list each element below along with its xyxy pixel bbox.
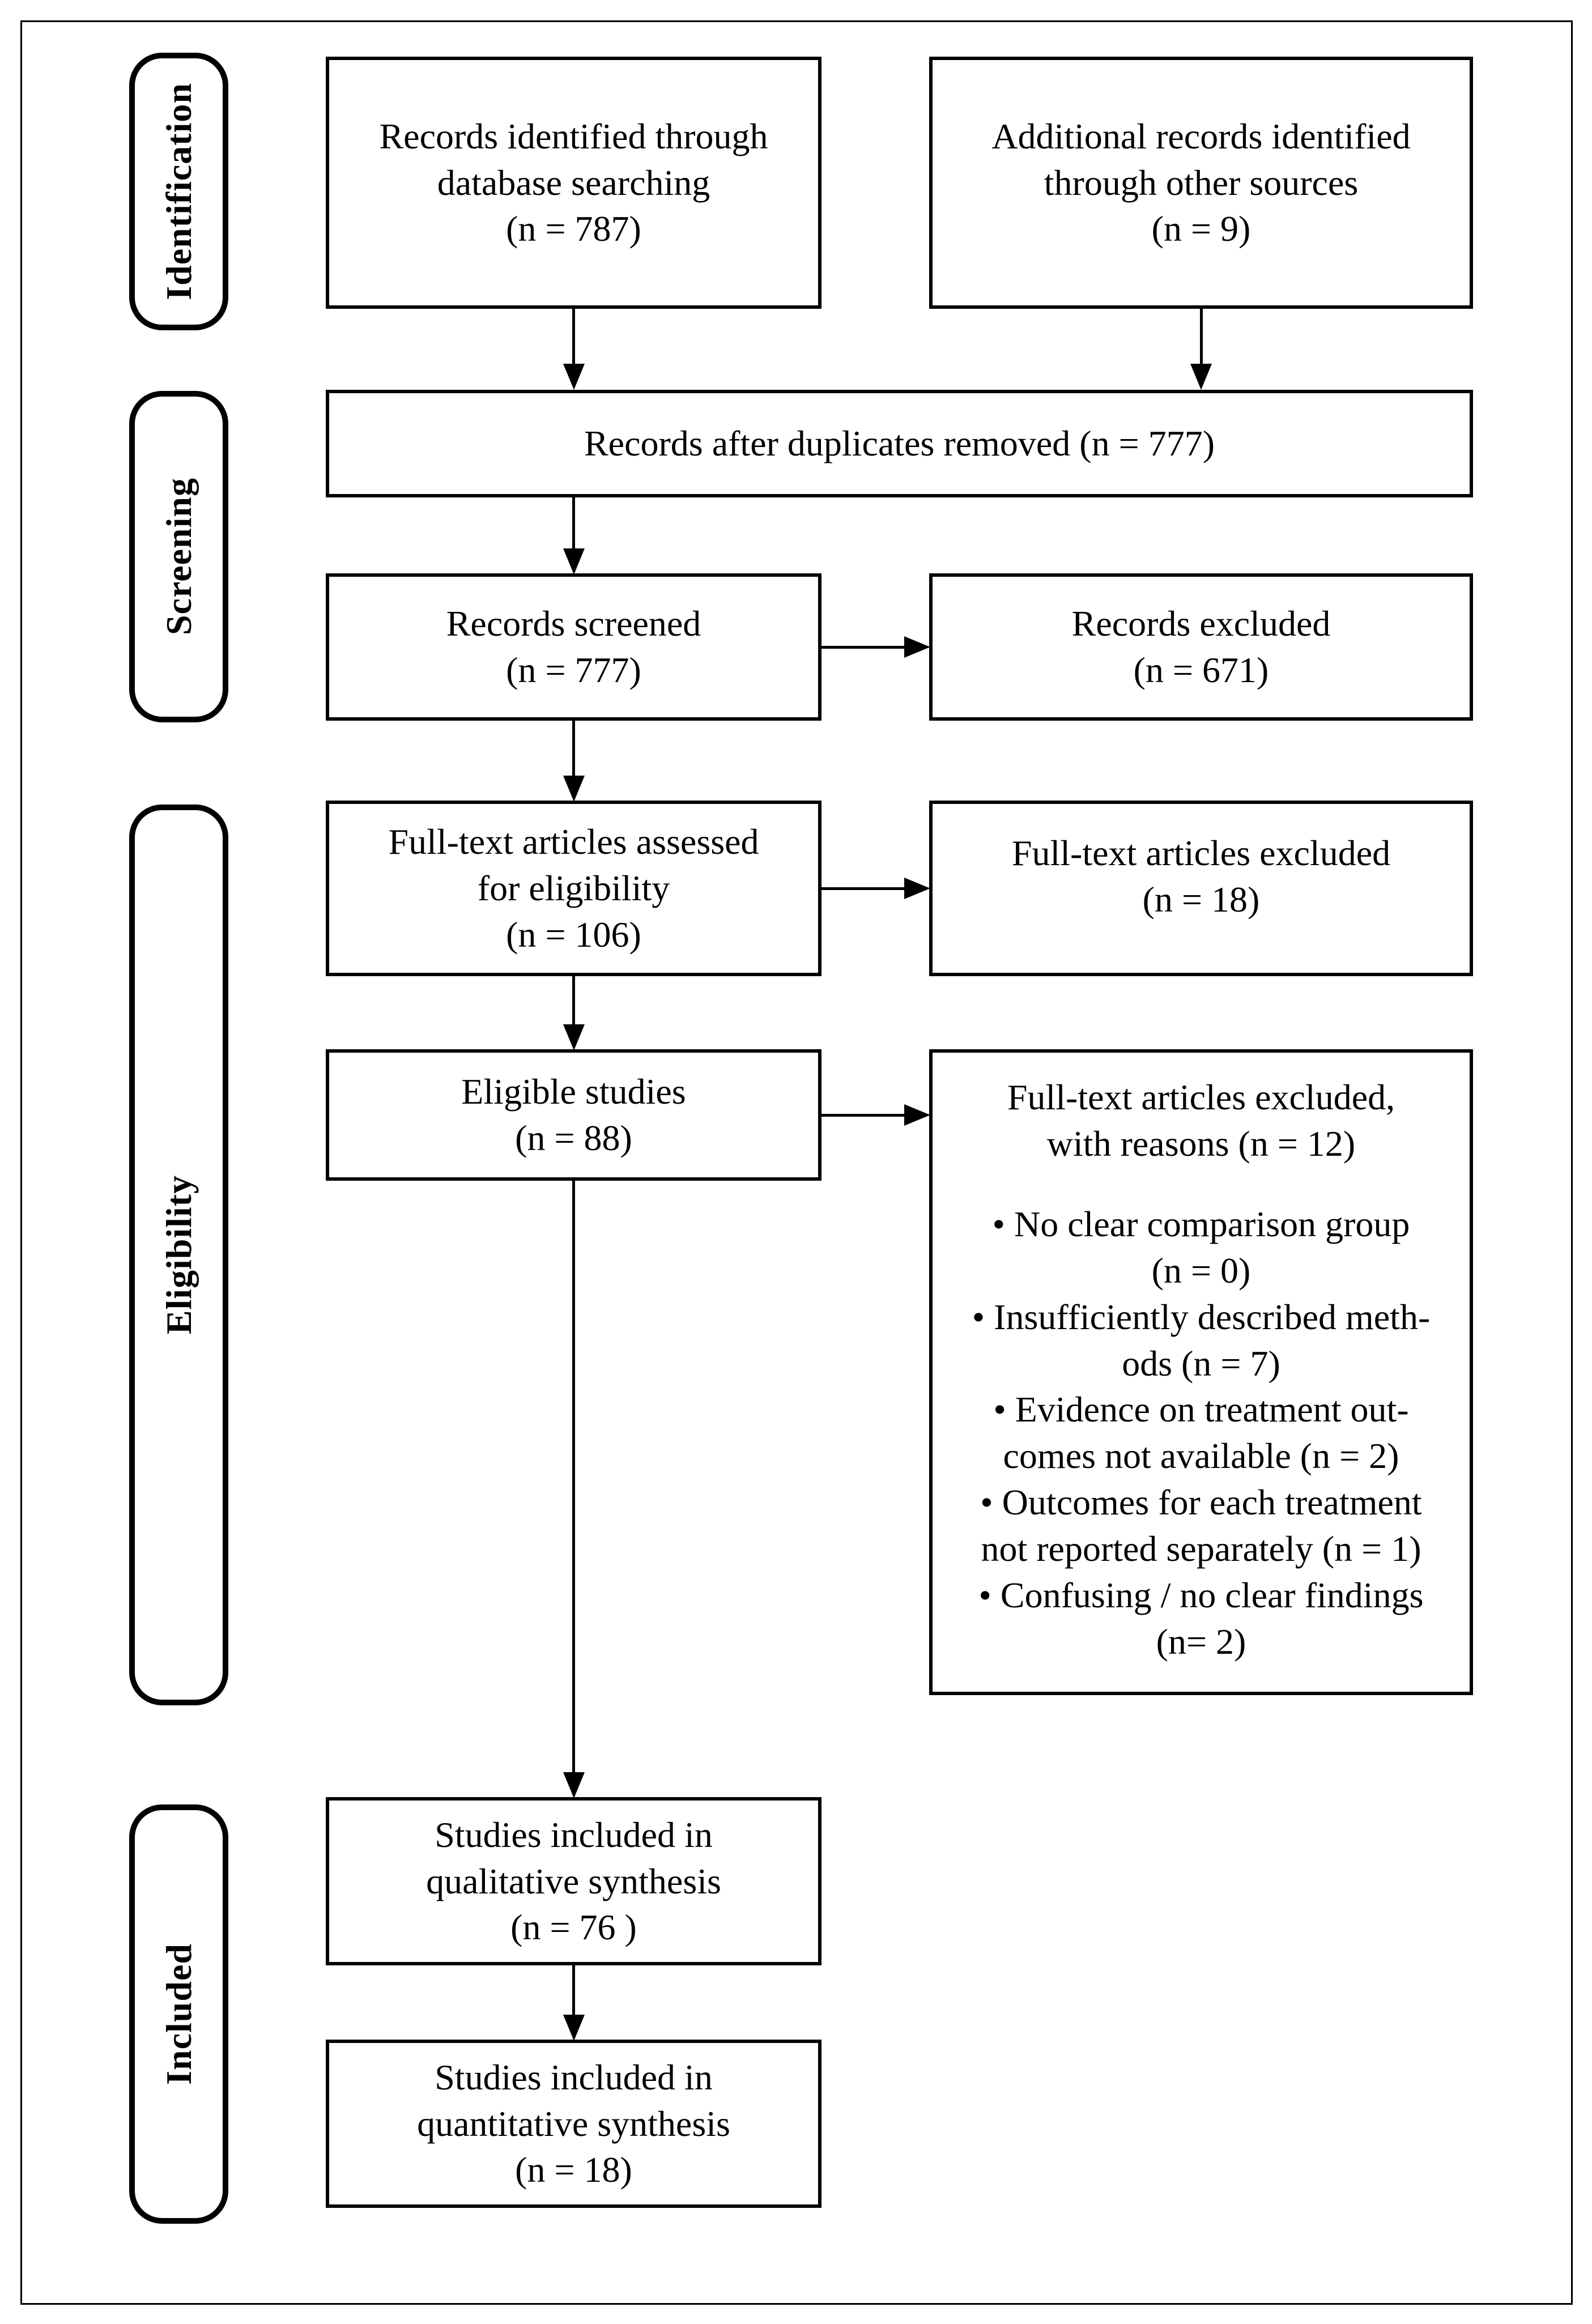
box-additional-records: Additional records identified through ot… bbox=[929, 57, 1473, 309]
exclusion-reason-item: • Insufficiently described meth- ods (n … bbox=[972, 1296, 1431, 1384]
arrow-shaft bbox=[572, 1181, 575, 1773]
box-fulltext-assessed: Full-text articles assessed for eligibil… bbox=[326, 801, 821, 976]
exclusion-reasons-list: • No clear comparison group (n = 0) • In… bbox=[972, 1201, 1431, 1665]
box-eligible-studies: Eligible studies (n = 88) bbox=[326, 1049, 821, 1181]
stage-included: Included bbox=[129, 1804, 228, 2224]
box-fulltext-excluded: Full-text articles excluded (n = 18) bbox=[929, 801, 1473, 976]
box-records-excluded: Records excluded (n = 671) bbox=[929, 573, 1473, 721]
arrow-head-down-icon bbox=[563, 364, 585, 390]
arrow-shaft bbox=[572, 721, 575, 777]
arrow-shaft bbox=[821, 1114, 906, 1117]
box-records-identified: Records identified through database sear… bbox=[326, 57, 821, 309]
figure-border bbox=[20, 20, 1573, 2305]
stage-included-label: Included bbox=[158, 1943, 199, 2085]
stage-eligibility: Eligibility bbox=[129, 805, 228, 1705]
arrow-head-down-icon bbox=[563, 2015, 585, 2041]
arrow-shaft bbox=[572, 309, 575, 365]
arrow-shaft bbox=[572, 976, 575, 1025]
box-quantitative-synthesis: Studies included in quantitative synthes… bbox=[326, 2040, 821, 2208]
arrow-shaft bbox=[1200, 309, 1203, 365]
stage-identification-label: Identification bbox=[158, 83, 199, 300]
arrow-head-down-icon bbox=[563, 548, 585, 574]
arrow-head-right-icon bbox=[904, 1104, 930, 1126]
box-exclusion-reasons: Full-text articles excluded, with reason… bbox=[929, 1049, 1473, 1695]
stage-eligibility-label: Eligibility bbox=[158, 1175, 199, 1335]
exclusion-reasons-title: Full-text articles excluded, with reason… bbox=[1007, 1077, 1395, 1164]
arrow-head-down-icon bbox=[1190, 364, 1212, 390]
arrow-head-down-icon bbox=[563, 1772, 585, 1798]
box-qualitative-synthesis: Studies included in qualitative synthesi… bbox=[326, 1797, 821, 1965]
arrow-shaft bbox=[572, 497, 575, 550]
arrow-shaft bbox=[821, 887, 906, 890]
exclusion-reason-item: • Outcomes for each treatment not report… bbox=[980, 1482, 1422, 1569]
box-duplicates-removed: Records after duplicates removed (n = 77… bbox=[326, 390, 1473, 497]
stage-screening: Screening bbox=[129, 391, 228, 722]
arrow-head-down-icon bbox=[563, 1024, 585, 1050]
exclusion-reason-item: • No clear comparison group (n = 0) bbox=[992, 1203, 1410, 1291]
box-records-screened: Records screened (n = 777) bbox=[326, 573, 821, 721]
arrow-shaft bbox=[821, 646, 906, 649]
arrow-head-down-icon bbox=[563, 776, 585, 802]
exclusion-reason-item: • Evidence on treatment out- comes not a… bbox=[993, 1389, 1409, 1476]
stage-screening-label: Screening bbox=[158, 478, 199, 636]
arrow-head-right-icon bbox=[904, 636, 930, 658]
exclusion-reason-item: • Confusing / no clear findings (n= 2) bbox=[978, 1575, 1424, 1662]
arrow-shaft bbox=[572, 1965, 575, 2016]
stage-identification: Identification bbox=[129, 53, 228, 330]
arrow-head-right-icon bbox=[904, 878, 930, 899]
